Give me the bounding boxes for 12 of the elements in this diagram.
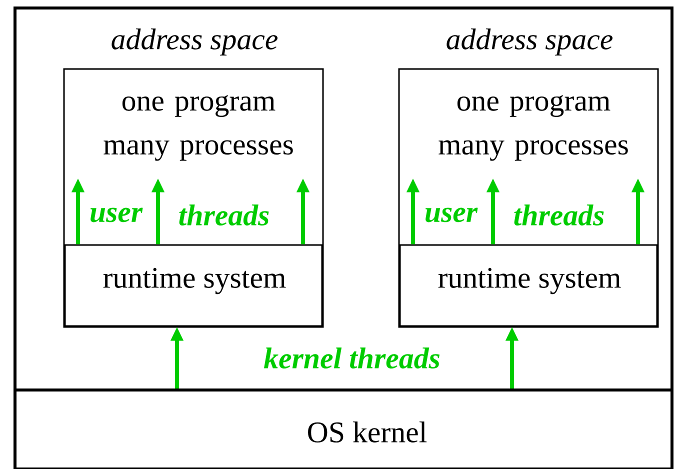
box-heading: address space — [446, 28, 612, 56]
box-text: one program many processes — [104, 95, 293, 161]
box-text: one program many processes — [438, 95, 628, 161]
thread-label: threads — [179, 204, 269, 226]
runtime-box: runtime system — [399, 244, 658, 327]
thread-label: kernel threads — [264, 347, 440, 369]
thread-label: user — [426, 208, 478, 222]
box-heading: address space — [112, 28, 278, 56]
thread-label: user — [90, 208, 143, 222]
thread-label: threads — [514, 204, 604, 226]
runtime-box: runtime system — [64, 244, 323, 327]
kernel-band: OS kernel — [14, 388, 674, 469]
